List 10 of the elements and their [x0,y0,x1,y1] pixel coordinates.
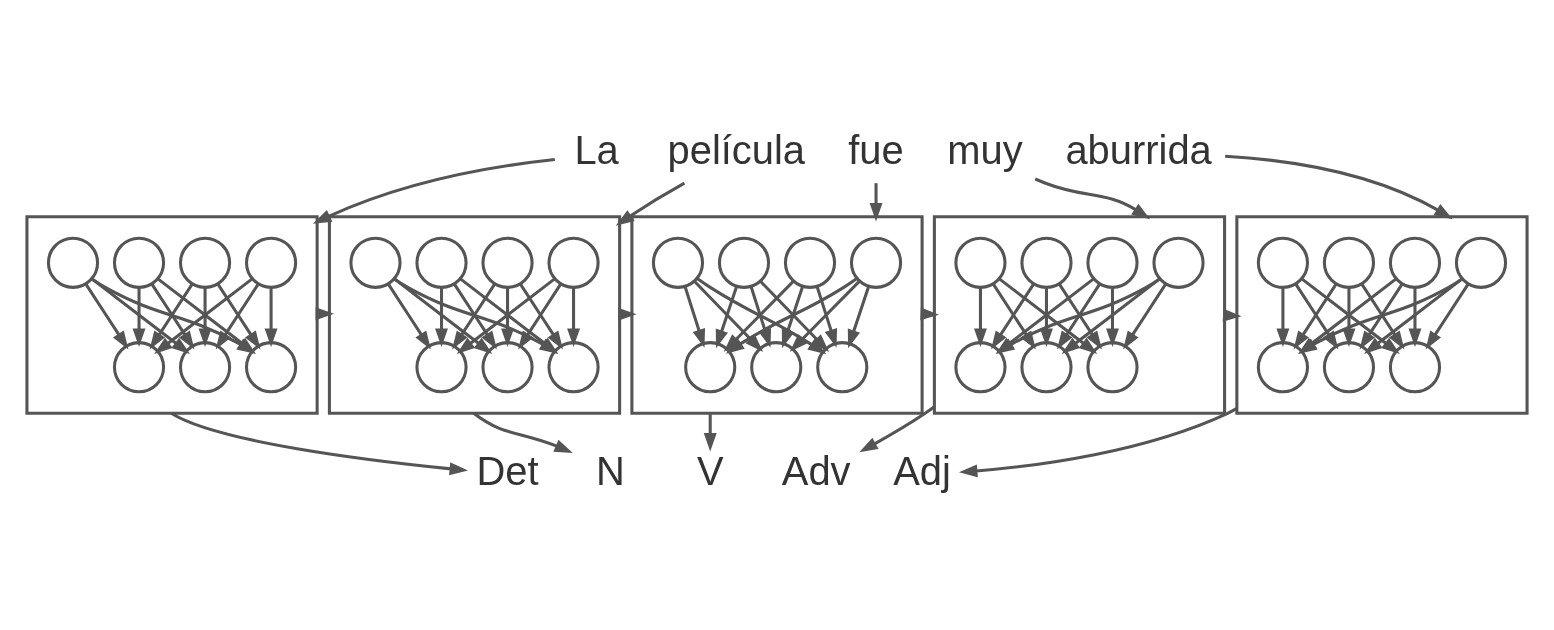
node-text: película [667,128,806,173]
node-text: Det [476,449,539,494]
node-text: Adv [781,449,851,494]
node-text: V [696,449,724,494]
node-text: fue [848,128,904,173]
node-text: aburrida [1065,128,1212,173]
node-text: muy [947,128,1023,173]
node-text: N [595,449,625,494]
node-text: Adj [893,449,951,494]
node-text: La [574,128,619,173]
